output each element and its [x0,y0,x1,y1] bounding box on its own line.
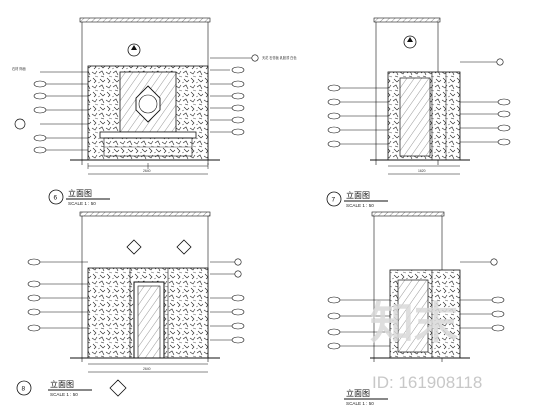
right-annotations [210,57,255,133]
elevation-view-bottom-right: 立面图 SCALE 1 : 50 [327,211,505,406]
view-title: 立面图 [346,190,370,200]
elevation-view-8: 2640 8 立面图 SCALE 1 : 50 [16,211,245,397]
view-scale: SCALE 1 : 50 [68,201,96,206]
left-note: 石材 饰面 [12,66,26,71]
view-number-circle [48,189,64,205]
elevation-view-6: 天花 石膏板 乳胶漆 白色 石材 饰面 2640 6 立面图 [12,17,297,206]
view-scale: SCALE 1 : 50 [346,203,374,208]
view-scale: SCALE 1 : 50 [50,392,78,397]
width-dimension: 1620 [418,169,426,173]
mirror-medallion [135,85,161,123]
watermark: 知末 ID: 161908118 [370,298,482,392]
view-title: 立面图 [50,379,74,389]
width-dimension: 2640 [143,367,151,371]
ceiling-section [79,17,211,23]
view-number: 6 [54,195,58,202]
watermark-logo: 知末 [370,298,458,349]
watermark-id: ID: 161908118 [372,373,482,392]
view-title: 立面图 [346,388,370,398]
view-number: 8 [22,386,26,393]
view-title: 立面图 [68,188,92,198]
elevation-view-7: 1620 7 立面图 SCALE 1 : 50 [326,17,511,208]
view-scale: SCALE 1 : 50 [346,401,374,406]
ceiling-note: 天花 石膏板 乳胶漆 白色 [262,55,297,60]
view-number: 7 [332,197,336,204]
vanity-counter [99,131,197,139]
width-dimension: 2640 [143,169,151,173]
